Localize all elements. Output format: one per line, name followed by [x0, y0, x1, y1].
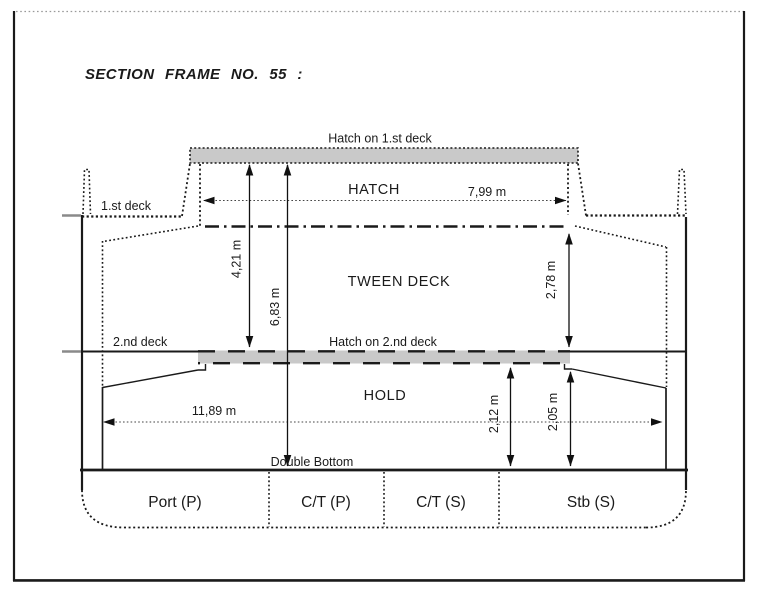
dim-2-12-label: 2,12 m: [487, 395, 501, 433]
hold-structure: [101, 364, 667, 470]
tank-port-label: Port (P): [148, 494, 201, 511]
first-deck-label: 1.st deck: [101, 199, 152, 213]
page-title: SECTION FRAME NO. 55 :: [85, 66, 303, 83]
bulwark-left: [82, 168, 92, 215]
hold-step-right: [563, 364, 572, 370]
bilge-left-curve: [81, 489, 125, 529]
tween-deck-wings: [101, 225, 668, 387]
page-border: [12, 10, 746, 582]
tank-ct-s-label: C/T (S): [416, 494, 466, 511]
double-bottom: [80, 468, 688, 527]
second-deck-label: 2.nd deck: [113, 335, 168, 349]
dim-hold-width: 11,89 m: [192, 404, 236, 418]
double-bottom-label: Double Bottom: [271, 455, 354, 469]
tank-ct-p-label: C/T (P): [301, 494, 351, 511]
hatch-cover-deck2: [198, 350, 570, 365]
hold-slope-right: [571, 368, 667, 389]
dim-2-05-label: 2,05 m: [546, 393, 560, 431]
first-deck: [62, 163, 686, 226]
tank-stb-label: Stb (S): [567, 494, 615, 511]
hold-slope-left: [102, 369, 199, 389]
hold-label: HOLD: [364, 388, 407, 404]
hatch-deck1-label: Hatch on 1.st deck: [328, 132, 432, 146]
coaming-outer-right: [577, 163, 587, 216]
hatch-deck2-label: Hatch on 2.nd deck: [329, 335, 437, 349]
dimension-lines: [103, 164, 663, 467]
bulwark-right: [676, 168, 687, 215]
dim-hatch-width: 7,99 m: [468, 185, 506, 199]
dim-6-83-label: 6,83 m: [268, 288, 282, 326]
hatch-cover-deck1: [189, 147, 579, 164]
tween-deck-label: TWEEN DECK: [348, 274, 451, 290]
wing-slant-left: [102, 225, 199, 243]
hold-step-left: [198, 364, 207, 371]
wing-slant-right: [574, 225, 667, 248]
dim-2-78-label: 2,78 m: [544, 261, 558, 299]
dim-4-21-label: 4,21 m: [230, 240, 244, 278]
hatch-label: HATCH: [348, 182, 400, 198]
coaming-outer-left: [181, 163, 191, 217]
bilge-right-curve: [645, 489, 687, 529]
